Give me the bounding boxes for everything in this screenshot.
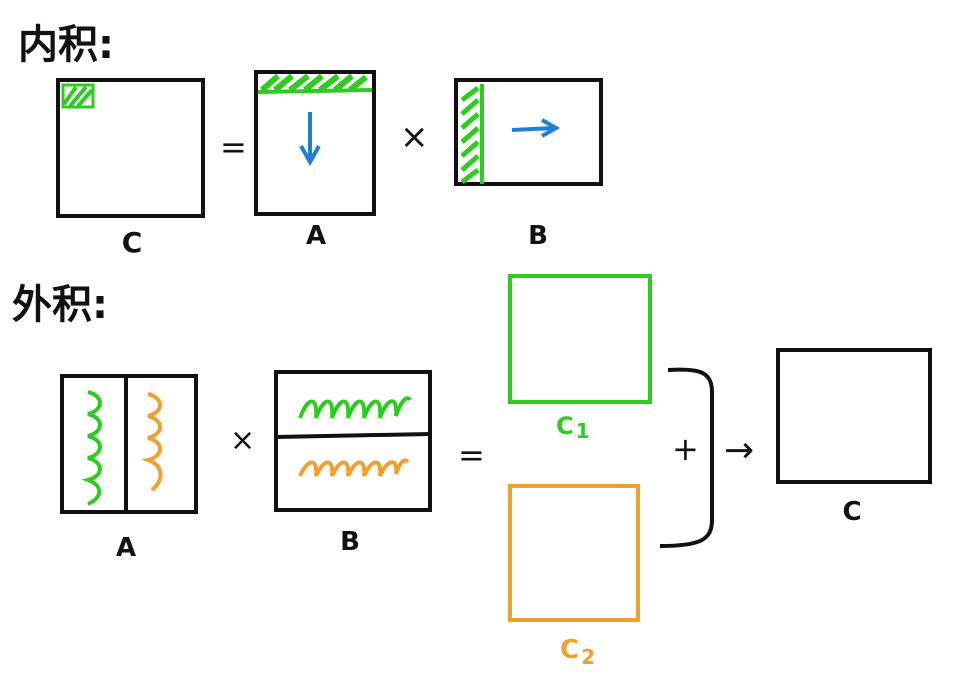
outer-matrix-b-box xyxy=(274,370,432,512)
outer-label-c2-letter: C xyxy=(560,635,579,665)
outer-label-c1-subscript: 1 xyxy=(576,419,590,443)
inner-c-highlight-cell xyxy=(61,83,95,109)
outer-matrix-a-box xyxy=(60,374,198,514)
outer-matrix-c1 xyxy=(508,274,652,404)
outer-matrix-a xyxy=(60,374,198,514)
outer-equals-sign: = xyxy=(458,436,485,474)
outer-matrix-b xyxy=(274,370,432,512)
inner-matrix-a-box xyxy=(254,70,376,216)
outer-sum-bracket xyxy=(659,367,714,548)
inner-matrix-a xyxy=(254,70,376,216)
outer-result-arrow: → xyxy=(724,430,754,471)
inner-matrix-c-box xyxy=(56,78,205,218)
inner-matrix-b xyxy=(454,78,603,186)
outer-times-sign: × xyxy=(230,423,255,458)
outer-a-column2-scribble xyxy=(141,392,163,492)
outer-product-heading: 外积: xyxy=(12,282,108,328)
outer-label-c2-subscript: 2 xyxy=(581,645,595,669)
inner-matrix-b-box xyxy=(454,78,603,186)
outer-label-a: A xyxy=(116,533,136,563)
inner-b-right-arrow xyxy=(511,118,561,138)
outer-a-column1-scribble xyxy=(81,390,102,506)
inner-product-heading: 内积: xyxy=(18,22,114,68)
inner-a-row-line xyxy=(257,88,373,94)
outer-matrix-c2 xyxy=(508,484,640,622)
outer-b-row-divider xyxy=(275,432,431,439)
outer-label-c1-letter: C xyxy=(556,412,574,440)
inner-matrix-c xyxy=(56,78,205,218)
outer-b-row1-scribble xyxy=(298,396,412,419)
inner-times-sign: × xyxy=(400,117,429,157)
inner-b-column-hatch xyxy=(460,86,480,184)
inner-label-b: B xyxy=(528,221,548,251)
outer-b-row2-scribble xyxy=(298,458,410,477)
inner-a-down-arrow xyxy=(299,112,321,167)
outer-plus-sign: + xyxy=(672,430,699,468)
inner-equals-sign: = xyxy=(220,128,247,166)
outer-label-c: C xyxy=(842,497,861,527)
inner-a-row-hatch xyxy=(260,73,368,93)
inner-label-c: C xyxy=(122,226,143,259)
outer-matrix-c-result xyxy=(776,348,932,484)
inner-label-a: A xyxy=(306,221,326,251)
outer-label-b: B xyxy=(340,527,360,557)
